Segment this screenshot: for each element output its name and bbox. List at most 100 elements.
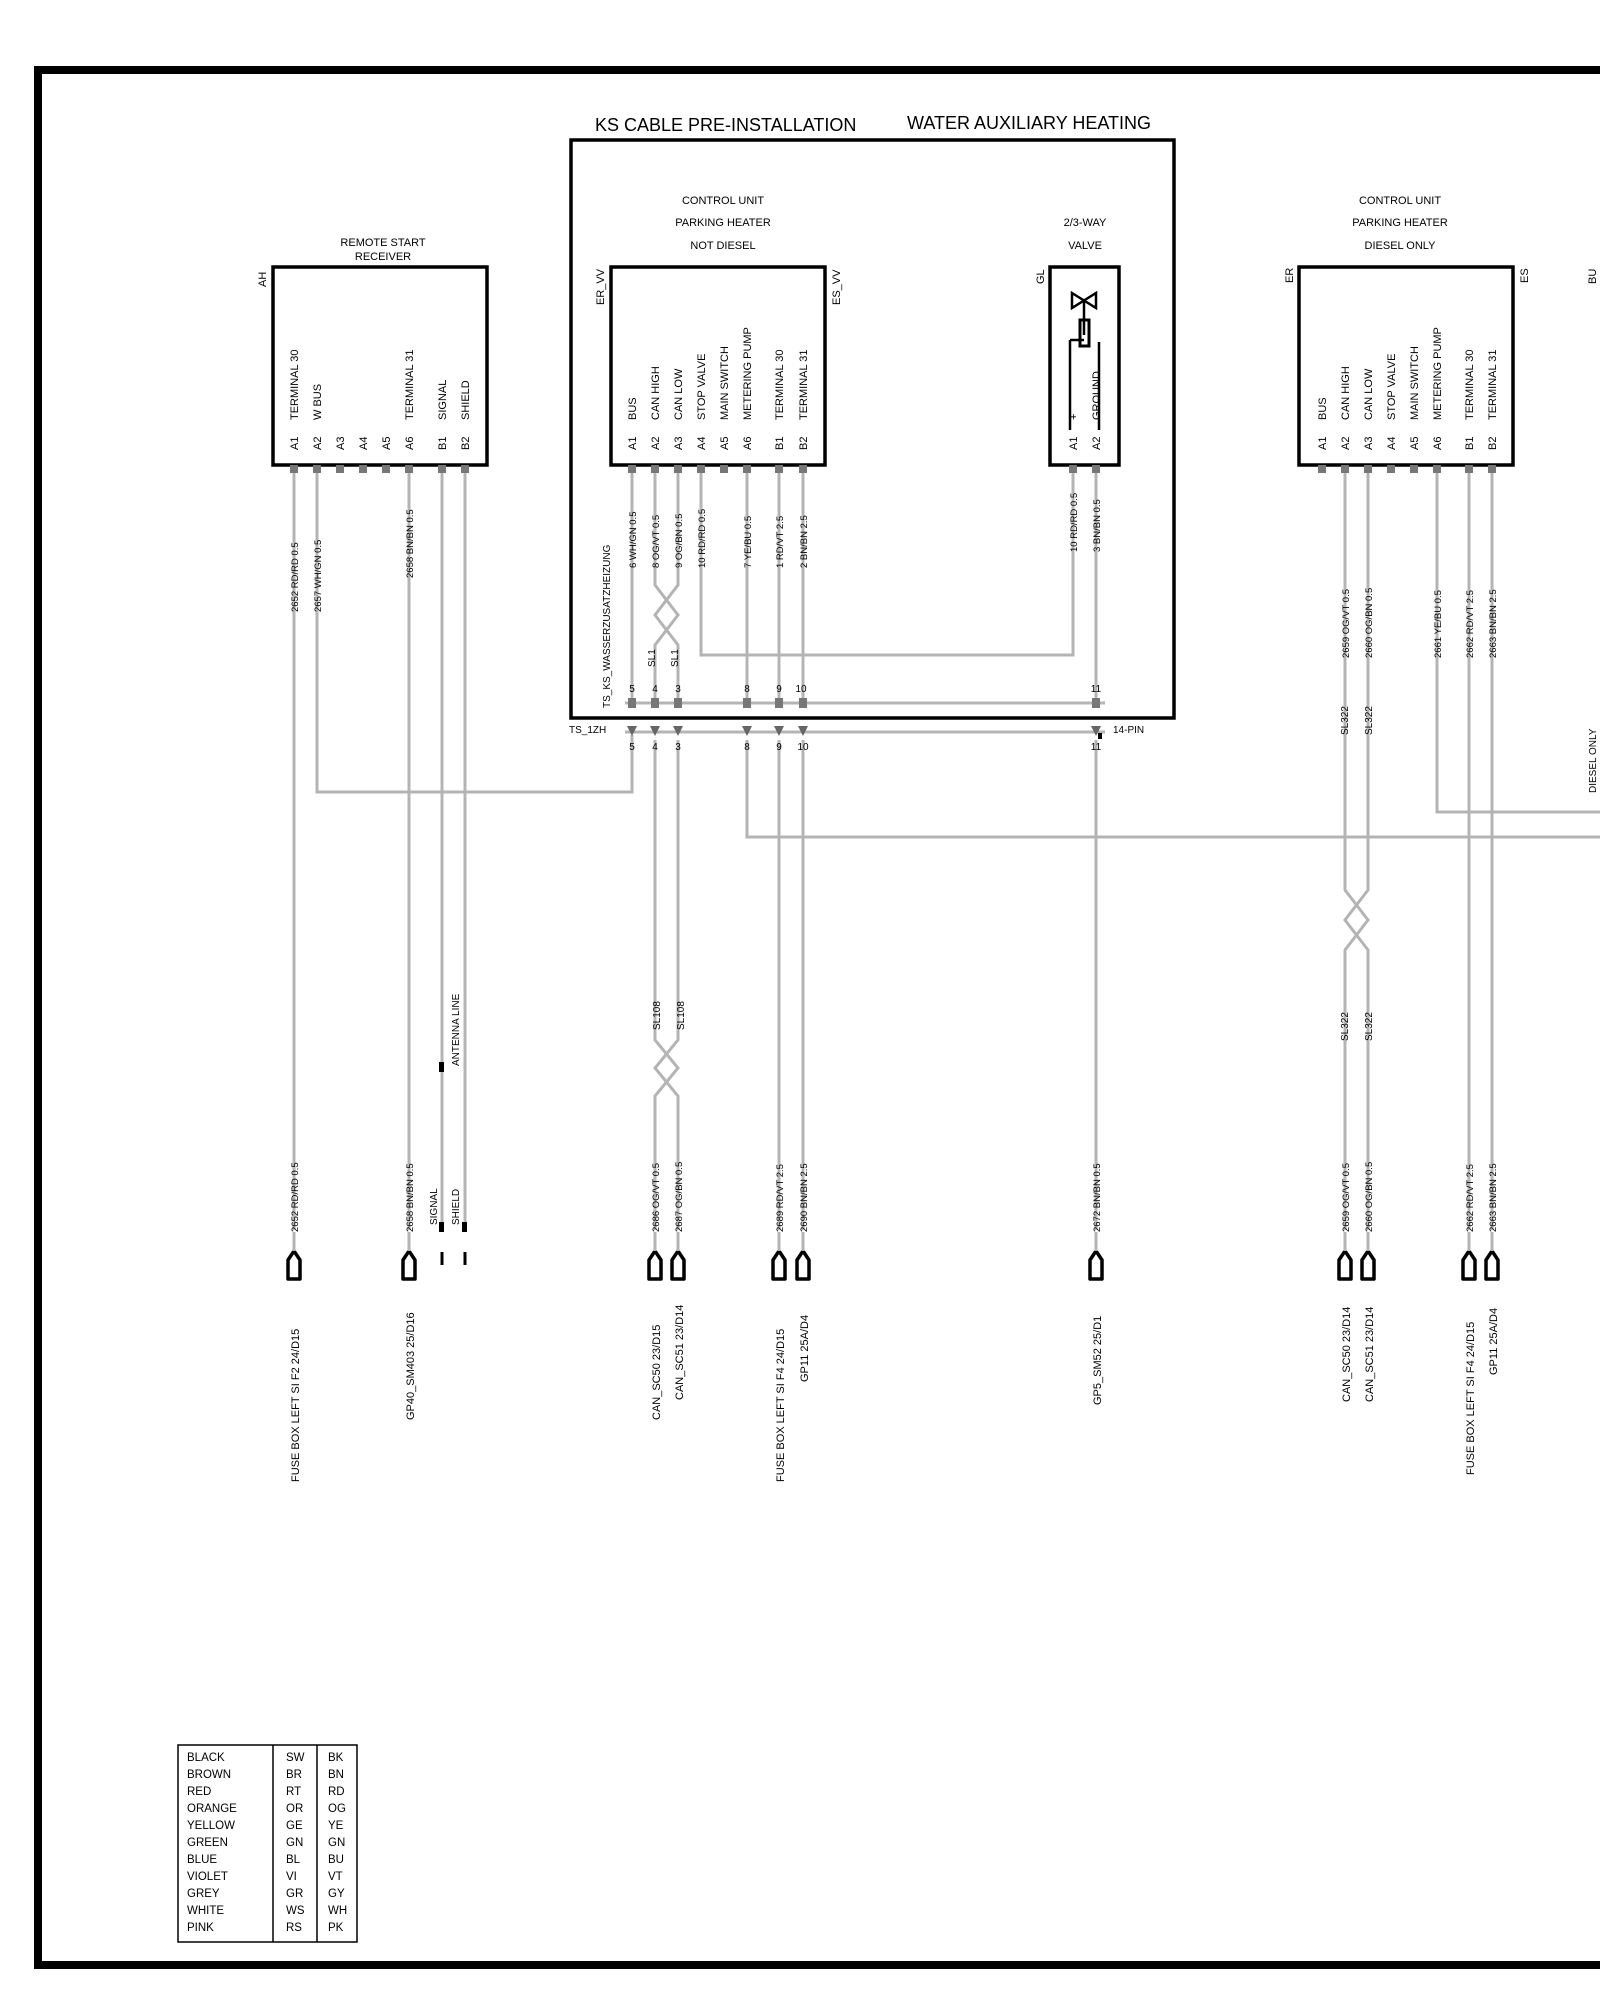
cud-pin-mark-b2 bbox=[1488, 465, 1496, 473]
cu-d-ref-right: ES bbox=[1519, 268, 1531, 283]
legend-color-name: BLUE bbox=[187, 1854, 217, 1866]
terminal-icon bbox=[286, 1249, 302, 1281]
harness-pin-number-top: 9 bbox=[776, 684, 782, 695]
harness-pin-mark-top bbox=[628, 698, 636, 708]
harness-pin-number-bottom: 11 bbox=[1091, 742, 1102, 753]
wire-label-2657: 2657 WH/GN 0.5 bbox=[313, 540, 324, 612]
wire-cud-a2 bbox=[1343, 473, 1370, 1230]
cud-pin-label-a1: BUS bbox=[1317, 397, 1329, 420]
cund-pin-mark-a1 bbox=[628, 465, 636, 473]
legend-color-name: PINK bbox=[187, 1922, 214, 1934]
legend-english-code: OG bbox=[328, 1803, 346, 1815]
wire-label-cund: 6 WH/GN 0.5 bbox=[628, 512, 639, 569]
cud-pin-label-a2: CAN HIGH bbox=[1340, 366, 1352, 420]
terminal-label: CAN_SC50 23/D14 bbox=[1341, 1307, 1353, 1402]
legend-german-code: RT bbox=[286, 1786, 301, 1798]
remote-receiver-title-1: REMOTE START bbox=[340, 237, 425, 249]
signal-label: SIGNAL bbox=[429, 1188, 440, 1225]
cud-pin-a1: A1 bbox=[1317, 437, 1329, 450]
legend-color-name: BROWN bbox=[187, 1769, 231, 1781]
cud-pin-label-b2: TERMINAL 31 bbox=[1487, 349, 1499, 420]
control-unit-diesel-box bbox=[1297, 265, 1515, 467]
cu-d-ref-left: ER bbox=[1284, 268, 1296, 283]
wire-label-bottom: 2663 BN/BN 2.5 bbox=[1488, 1163, 1499, 1232]
wire-label-cund: 10 RD/RD 0.5 bbox=[697, 509, 708, 568]
terminal-label: CAN_SC51 23/D14 bbox=[674, 1305, 686, 1400]
cud-pin-a5: A5 bbox=[1409, 437, 1421, 450]
valve-symbol-icon bbox=[1068, 290, 1101, 430]
page-frame bbox=[34, 66, 1600, 1969]
terminal-label: GP11 25A/D4 bbox=[1488, 1308, 1500, 1375]
diesel-twist-bottom-1: SL322 bbox=[1340, 1012, 1351, 1041]
harness-pin-mark-top bbox=[775, 698, 783, 708]
wire-label-diesel: 2660 OG/BN 0.5 bbox=[1364, 588, 1375, 658]
harness-pin-number-top: 3 bbox=[675, 684, 681, 695]
terminal-label: GP5_SM52 25/D1 bbox=[1092, 1316, 1104, 1405]
cund-pin-label-a5: MAIN SWITCH bbox=[719, 346, 731, 420]
cu-d-title-2: PARKING HEATER bbox=[1352, 217, 1448, 229]
legend-german-code: WS bbox=[286, 1905, 305, 1917]
valve-box bbox=[1048, 265, 1121, 467]
valve-ref: GL bbox=[1035, 269, 1047, 284]
valve-title-1: 2/3-WAY bbox=[1064, 217, 1107, 229]
cud-pin-a3: A3 bbox=[1363, 437, 1375, 450]
control-unit-diesel: CONTROL UNIT PARKING HEATER DIESEL ONLY … bbox=[1284, 195, 1531, 473]
harness-twist-label-2: SL1 bbox=[670, 649, 681, 667]
rr-pin-mark-b1 bbox=[438, 465, 446, 473]
cud-pin-mark-a6 bbox=[1433, 465, 1441, 473]
harness-pin-number-bottom: 3 bbox=[675, 742, 681, 753]
legend-german-code: OR bbox=[286, 1803, 303, 1815]
rr-pin-label-a1: TERMINAL 30 bbox=[289, 349, 301, 420]
wire-label-bottom: 2687 OG/BN 0.5 bbox=[674, 1162, 685, 1232]
antenna-line-label: ANTENNA LINE bbox=[451, 993, 462, 1066]
cund-pin-label-a3: CAN LOW bbox=[673, 368, 685, 420]
legend-english-code: BK bbox=[328, 1752, 344, 1764]
legend-color-name: GREY bbox=[187, 1888, 220, 1900]
harness-pin-number-bottom: 9 bbox=[776, 742, 782, 753]
rr-pin-label-b2: SHIELD bbox=[460, 380, 472, 420]
cud-pin-mark-b1 bbox=[1465, 465, 1473, 473]
terminal-label: GP40_SM403 25/D16 bbox=[405, 1312, 417, 1420]
cund-pin-label-a6: METERING PUMP bbox=[742, 327, 754, 420]
terminal-icon bbox=[647, 1249, 663, 1281]
cu-d-title-3: DIESEL ONLY bbox=[1365, 240, 1437, 252]
wire-label-cund: 1 RD/VT 2.5 bbox=[775, 516, 786, 568]
wire-label-valve-1: 10 RD/RD 0.5 bbox=[1069, 493, 1080, 552]
wire-can-low bbox=[653, 740, 680, 1230]
cund-pin-mark-b1 bbox=[775, 465, 783, 473]
harness-pin-mark-bottom bbox=[673, 726, 683, 736]
cund-pin-label-a4: STOP VALVE bbox=[696, 354, 708, 420]
harness-twist-label-1: SL1 bbox=[647, 649, 658, 667]
wire-label-bottom: 2658 BN/BN 0.5 bbox=[405, 1163, 416, 1232]
legend-german-code: BL bbox=[286, 1854, 301, 1866]
cund-pin-label-a2: CAN HIGH bbox=[650, 366, 662, 420]
rr-pin-a1: A1 bbox=[289, 437, 301, 450]
cund-pin-mark-b2 bbox=[799, 465, 807, 473]
harness-pin-number-bottom: 4 bbox=[652, 742, 658, 753]
legend-box bbox=[177, 1744, 358, 1943]
cund-pin-a1: A1 bbox=[627, 437, 639, 450]
wire-label-cund: 8 OG/VT 0.5 bbox=[651, 515, 662, 568]
rr-pin-mark-a2 bbox=[313, 465, 321, 473]
rr-pin-a6: A6 bbox=[404, 437, 416, 450]
diesel-twist-top-2: SL322 bbox=[1364, 706, 1375, 735]
cud-pin-b2: B2 bbox=[1487, 437, 1499, 450]
control-unit-not-diesel-box bbox=[609, 265, 827, 467]
harness-pin-number-bottom: 10 bbox=[797, 742, 809, 753]
wire-cund-a2 bbox=[653, 473, 680, 708]
rr-pin-a3: A3 bbox=[335, 437, 347, 450]
harness-pin-number-bottom: 5 bbox=[629, 742, 635, 753]
cud-pin-a4: A4 bbox=[1386, 437, 1398, 450]
cud-pin-mark-a4 bbox=[1387, 465, 1395, 473]
wire-cund-a3 bbox=[653, 473, 680, 708]
wire-label-bottom: 2660 OG/BN 0.5 bbox=[1364, 1162, 1375, 1232]
harness-pin-mark-top bbox=[1092, 698, 1100, 708]
legend-english-code: YE bbox=[328, 1820, 344, 1832]
rr-pin-a4: A4 bbox=[358, 437, 370, 450]
harness-vertical-label: TS_KS_WASSERZUSATZHEIZUNG bbox=[602, 544, 613, 708]
